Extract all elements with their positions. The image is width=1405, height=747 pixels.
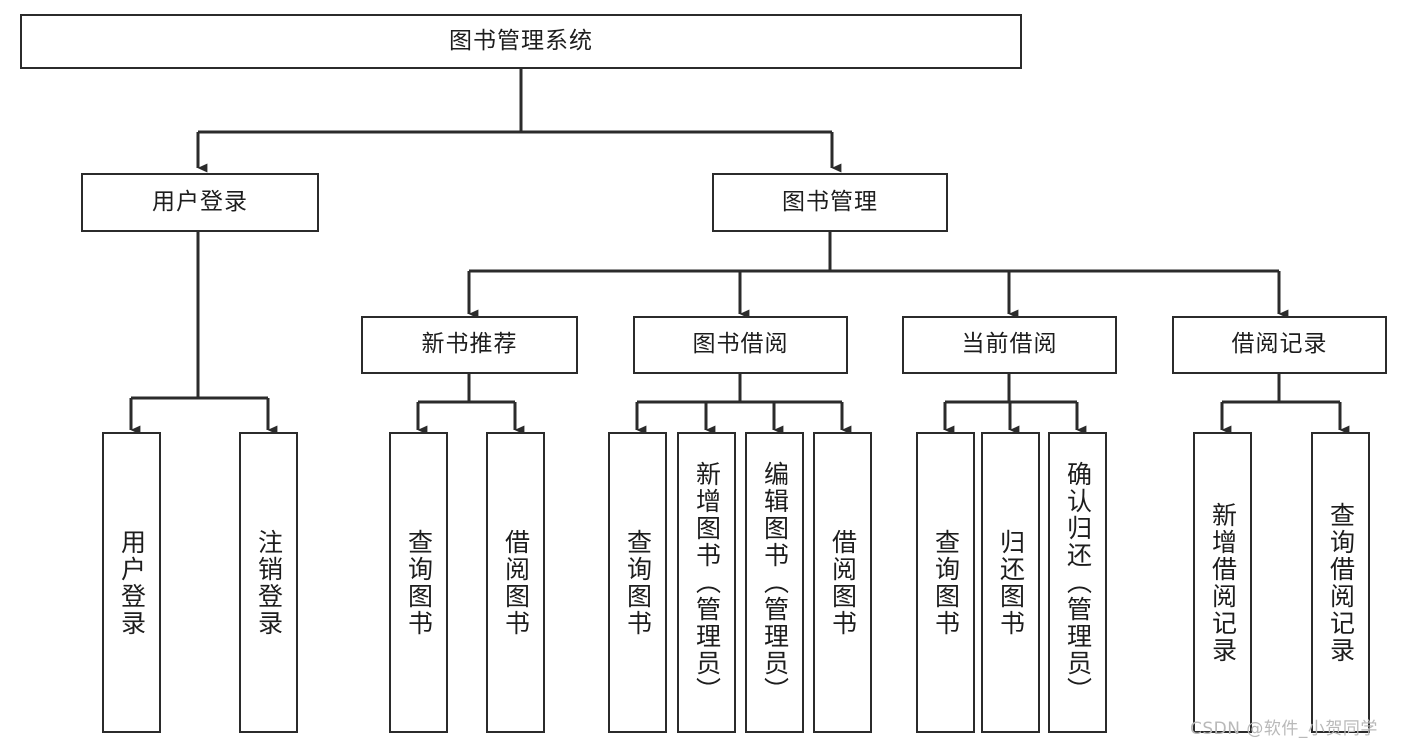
node-label: 借阅图书 [501, 528, 531, 637]
node-book-borrow[interactable]: 图书借阅 [633, 316, 848, 374]
csdn-watermark: CSDN @软件_小贺同学 [1190, 719, 1378, 739]
node-label: 查询图书 [623, 528, 653, 637]
node-label: 借阅图书 [828, 528, 858, 637]
node-label: 用户登录 [152, 188, 248, 215]
leaf-borrow-book-recommend[interactable]: 借阅图书 [486, 432, 545, 733]
node-user-login[interactable]: 用户登录 [81, 173, 319, 232]
leaf-user-login[interactable]: 用户登录 [102, 432, 161, 733]
leaf-query-borrow-record[interactable]: 查询借阅记录 [1311, 432, 1370, 733]
node-label: 查询借阅记录 [1326, 501, 1356, 664]
node-label: 新增借阅记录 [1208, 501, 1238, 664]
node-label: 借阅记录 [1231, 331, 1328, 358]
leaf-confirm-return-admin[interactable]: 确认归还（管理员） [1048, 432, 1107, 733]
leaf-logout[interactable]: 注销登录 [239, 432, 298, 733]
node-label: 图书管理系统 [449, 27, 593, 54]
node-label: 图书借阅 [692, 331, 789, 358]
node-label: 确认归还（管理员） [1063, 461, 1093, 704]
leaf-query-book-recommend[interactable]: 查询图书 [389, 432, 448, 733]
node-label: 用户登录 [117, 528, 147, 637]
node-root-system[interactable]: 图书管理系统 [20, 14, 1022, 69]
node-label: 图书管理 [782, 188, 878, 215]
leaf-add-borrow-record[interactable]: 新增借阅记录 [1193, 432, 1252, 733]
leaf-borrow-book[interactable]: 借阅图书 [813, 432, 872, 733]
leaf-return-book[interactable]: 归还图书 [981, 432, 1040, 733]
node-label: 注销登录 [254, 528, 284, 637]
leaf-edit-book-admin[interactable]: 编辑图书（管理员） [745, 432, 804, 733]
node-current-borrow[interactable]: 当前借阅 [902, 316, 1117, 374]
leaf-query-book-borrow[interactable]: 查询图书 [608, 432, 667, 733]
node-borrow-record[interactable]: 借阅记录 [1172, 316, 1387, 374]
node-label: 新书推荐 [421, 331, 518, 358]
node-label: 查询图书 [404, 528, 434, 637]
node-label: 新增图书（管理员） [692, 461, 722, 704]
node-label: 当前借阅 [961, 331, 1058, 358]
leaf-add-book-admin[interactable]: 新增图书（管理员） [677, 432, 736, 733]
node-new-book-recommend[interactable]: 新书推荐 [361, 316, 578, 374]
node-label: 编辑图书（管理员） [760, 461, 790, 704]
node-label: 查询图书 [931, 528, 961, 637]
node-label: 归还图书 [996, 528, 1026, 637]
leaf-query-book-current[interactable]: 查询图书 [916, 432, 975, 733]
node-book-manage[interactable]: 图书管理 [712, 173, 948, 232]
